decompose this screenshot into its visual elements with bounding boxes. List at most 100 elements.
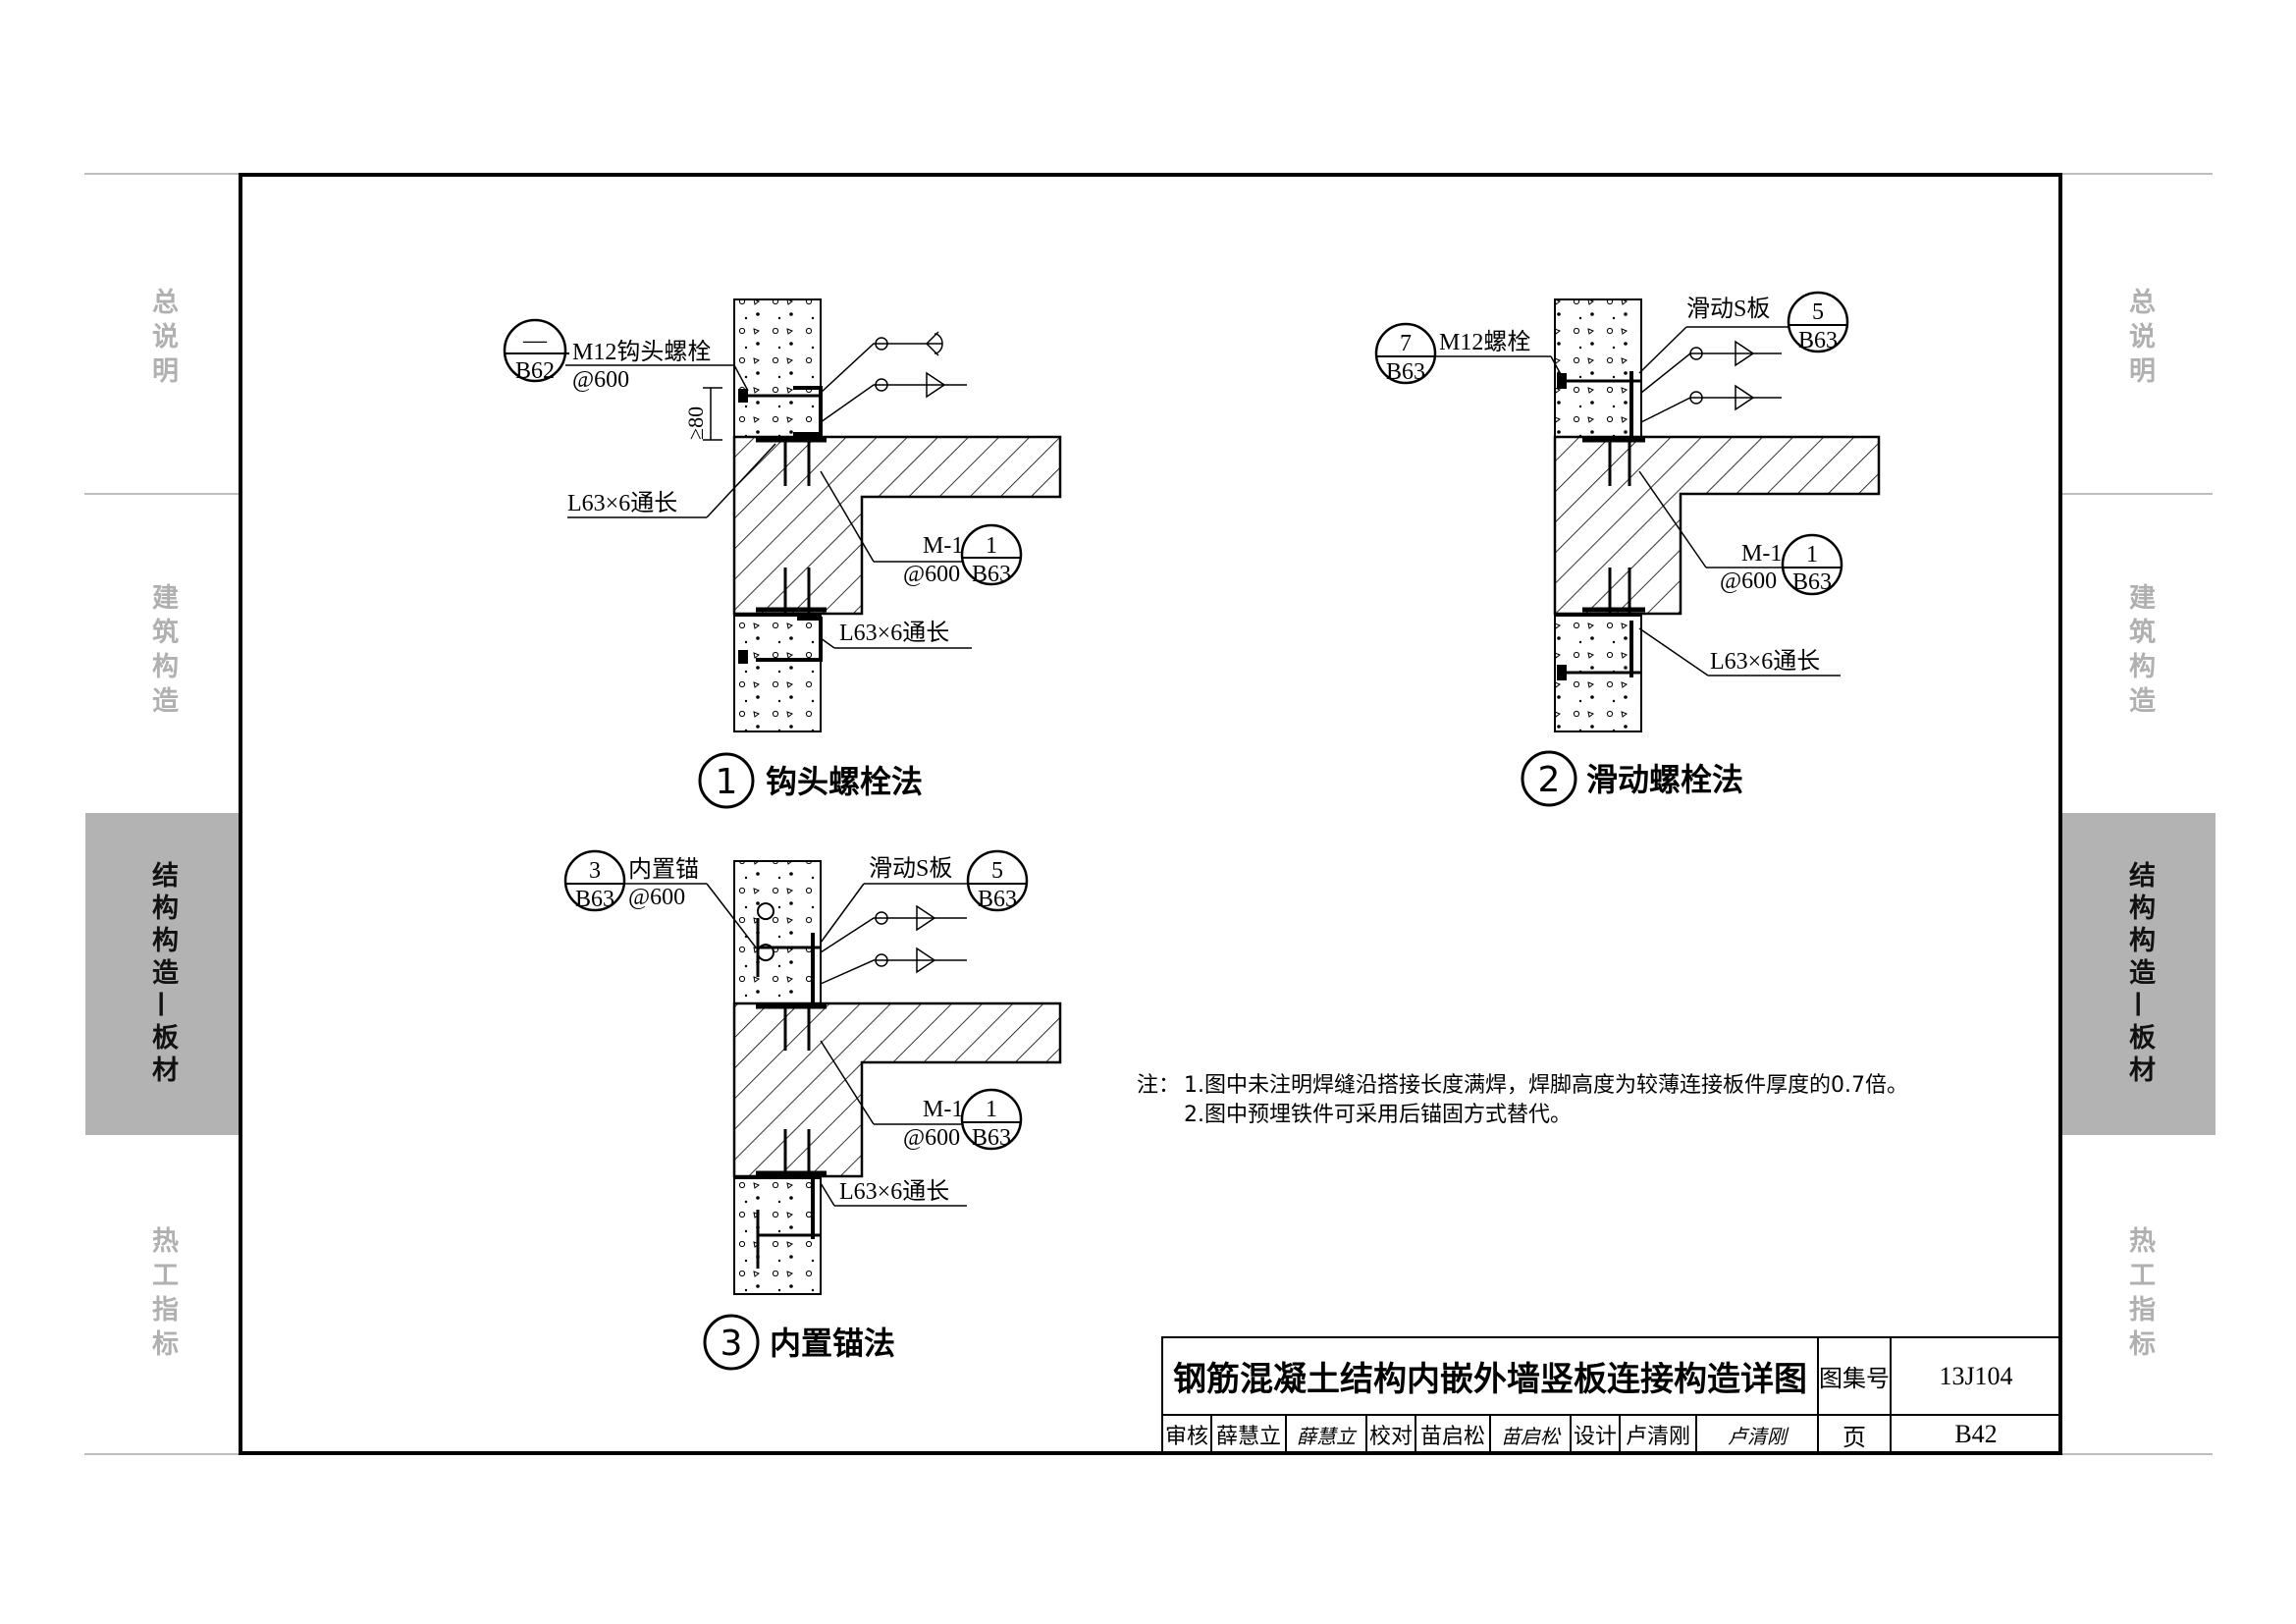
slide-ref-bottom: B63 [978, 887, 1017, 912]
concrete-beam-slab [732, 435, 1062, 616]
callout-circle [563, 849, 626, 912]
anchor-spacing: @600 [628, 885, 685, 910]
ref-top: 7 [1400, 331, 1412, 356]
tab-label: 建筑构造 [2124, 583, 2155, 721]
slide-label: 滑动S板 [869, 855, 952, 882]
ref-top: — [522, 328, 548, 353]
checker-signature: 苗启松 [1489, 1414, 1572, 1455]
design-label: 设计 [1570, 1414, 1621, 1455]
reviewer-name: 薛慧立 [1210, 1414, 1287, 1455]
hook-bolt [793, 386, 823, 436]
callout-circle [966, 849, 1029, 912]
detail-title: 内置锚法 [770, 1325, 895, 1362]
m1-ref-top: 1 [1806, 542, 1818, 568]
dim-text: ≥80 [683, 406, 708, 440]
page-label: 页 [1817, 1414, 1892, 1455]
wall-panel-top [733, 860, 822, 1004]
tab-label: 热工指标 [147, 1226, 178, 1364]
angle-bottom-label: L63×6通长 [839, 1178, 949, 1205]
ref-bottom: B63 [575, 887, 614, 912]
slide-label: 滑动S板 [1686, 296, 1770, 322]
m1-ref-bottom: B63 [972, 562, 1011, 587]
note-1: 1.图中未注明焊缝沿搭接长度满焊，焊脚高度为较薄连接板件厚度的0.7倍。 [1184, 1073, 1908, 1098]
sidebar-tab-structure-active-right[interactable]: 结构构造—板材 [2062, 813, 2216, 1135]
tab-label: 热工指标 [2124, 1226, 2155, 1364]
m1-label: M-1 [1741, 541, 1782, 567]
m1-label: M-1 [923, 533, 963, 559]
rule-r1 [2062, 493, 2213, 495]
bolt-label: M12螺栓 [1439, 329, 1530, 355]
anchor-label: 内置锚 [628, 856, 699, 883]
tab-label: 结构构造—板材 [147, 860, 178, 1088]
detail-number: 3 [721, 1324, 743, 1364]
tab-label: 结构构造—板材 [2124, 860, 2155, 1088]
sidebar-tab-thermal-right[interactable]: 热工指标 [2062, 1139, 2216, 1451]
detail-number-circle [698, 752, 755, 809]
detail-2: 7 B63 M12螺栓 滑动S板 5 B63 M-1 @600 1 B63 L6… [1374, 291, 1881, 807]
drawing-frame [239, 173, 2062, 1455]
detail-3: 3 B63 内置锚 @600 滑动S板 5 B63 M-1 @600 1 B63… [563, 849, 1062, 1371]
ref-bottom: B63 [1386, 359, 1425, 385]
notes-prefix: 注： [1137, 1073, 1181, 1098]
page-number: B42 [1890, 1414, 2062, 1455]
sidebar-tab-structure-active[interactable]: 结构构造—板材 [85, 813, 239, 1135]
callout-circle [960, 1088, 1023, 1151]
drawing-title: 钢筋混凝土结构内嵌外墙竖板连接构造详图 [1161, 1336, 1819, 1416]
slide-ref-top: 5 [1812, 299, 1824, 325]
atlas-label: 图集号 [1817, 1336, 1892, 1416]
sidebar-tab-thermal[interactable]: 热工指标 [85, 1139, 239, 1451]
detail-title: 钩头螺栓法 [766, 763, 923, 800]
detail-number-circle [1521, 750, 1577, 807]
m1-ref-bottom: B63 [972, 1125, 1011, 1151]
wall-panel-bottom [733, 615, 822, 732]
concrete-beam-slab [1553, 435, 1881, 616]
sidebar-tab-construction-right[interactable]: 建筑构造 [2062, 495, 2216, 809]
m1-ref-top: 1 [986, 533, 997, 559]
designer-signature: 卢清刚 [1695, 1414, 1819, 1455]
wall-panel-top [733, 298, 822, 438]
title-block: 钢筋混凝土结构内嵌外墙竖板连接构造详图 图集号 13J104 审核 薛慧立 薛慧… [1161, 1336, 2062, 1455]
m1-spacing: @600 [1720, 568, 1777, 594]
designer-name: 卢清刚 [1619, 1414, 1697, 1455]
note-2: 2.图中预埋铁件可采用后锚固方式替代。 [1184, 1103, 1572, 1127]
callout-circle [1787, 291, 1849, 353]
sidebar-tab-construction[interactable]: 建筑构造 [85, 495, 239, 809]
check-label: 校对 [1365, 1414, 1416, 1455]
callout-circle [503, 318, 567, 383]
m1-label: M-1 [923, 1097, 963, 1122]
m1-spacing: @600 [903, 1125, 960, 1151]
tab-label: 总说明 [2124, 287, 2155, 391]
checker-name: 苗启松 [1415, 1414, 1491, 1455]
atlas-number: 13J104 [1890, 1336, 2062, 1416]
detail-number: 2 [1538, 760, 1561, 800]
angle-bottom-label: L63×6通长 [839, 620, 949, 646]
callout-circle [1374, 322, 1437, 385]
slide-ref-top: 5 [991, 858, 1003, 884]
sidebar-tab-general-right[interactable]: 总说明 [2062, 187, 2216, 491]
detail-1: ≥80 — B62 M12钩头螺栓 @600 L63×6通长 M-1 @600 … [503, 298, 1062, 809]
ref-bottom: B62 [515, 358, 555, 384]
angle-top-label: L63×6通长 [567, 490, 677, 516]
m1-ref-bottom: B63 [1792, 569, 1832, 595]
bolt-spacing: @600 [572, 367, 629, 393]
m1-ref-top: 1 [986, 1097, 997, 1122]
concrete-beam-slab [732, 1001, 1062, 1178]
slide-ref-bottom: B63 [1798, 328, 1838, 353]
callout-circle [960, 523, 1023, 586]
rule-l1 [84, 493, 239, 495]
wall-panel-top [1554, 298, 1642, 438]
bolt-label: M12钩头螺栓 [572, 339, 711, 365]
review-label: 审核 [1161, 1414, 1212, 1455]
reviewer-signature: 薛慧立 [1285, 1414, 1367, 1455]
angle-bottom-label: L63×6通长 [1710, 648, 1820, 675]
tab-label: 总说明 [147, 287, 178, 391]
detail-title: 滑动螺栓法 [1586, 761, 1743, 798]
ref-top: 3 [589, 858, 601, 884]
tab-label: 建筑构造 [147, 583, 178, 721]
sidebar-tab-general[interactable]: 总说明 [85, 187, 239, 491]
m1-spacing: @600 [903, 562, 960, 587]
detail-number-circle [703, 1314, 760, 1371]
callout-circle [1781, 533, 1843, 596]
detail-number: 1 [716, 762, 738, 802]
